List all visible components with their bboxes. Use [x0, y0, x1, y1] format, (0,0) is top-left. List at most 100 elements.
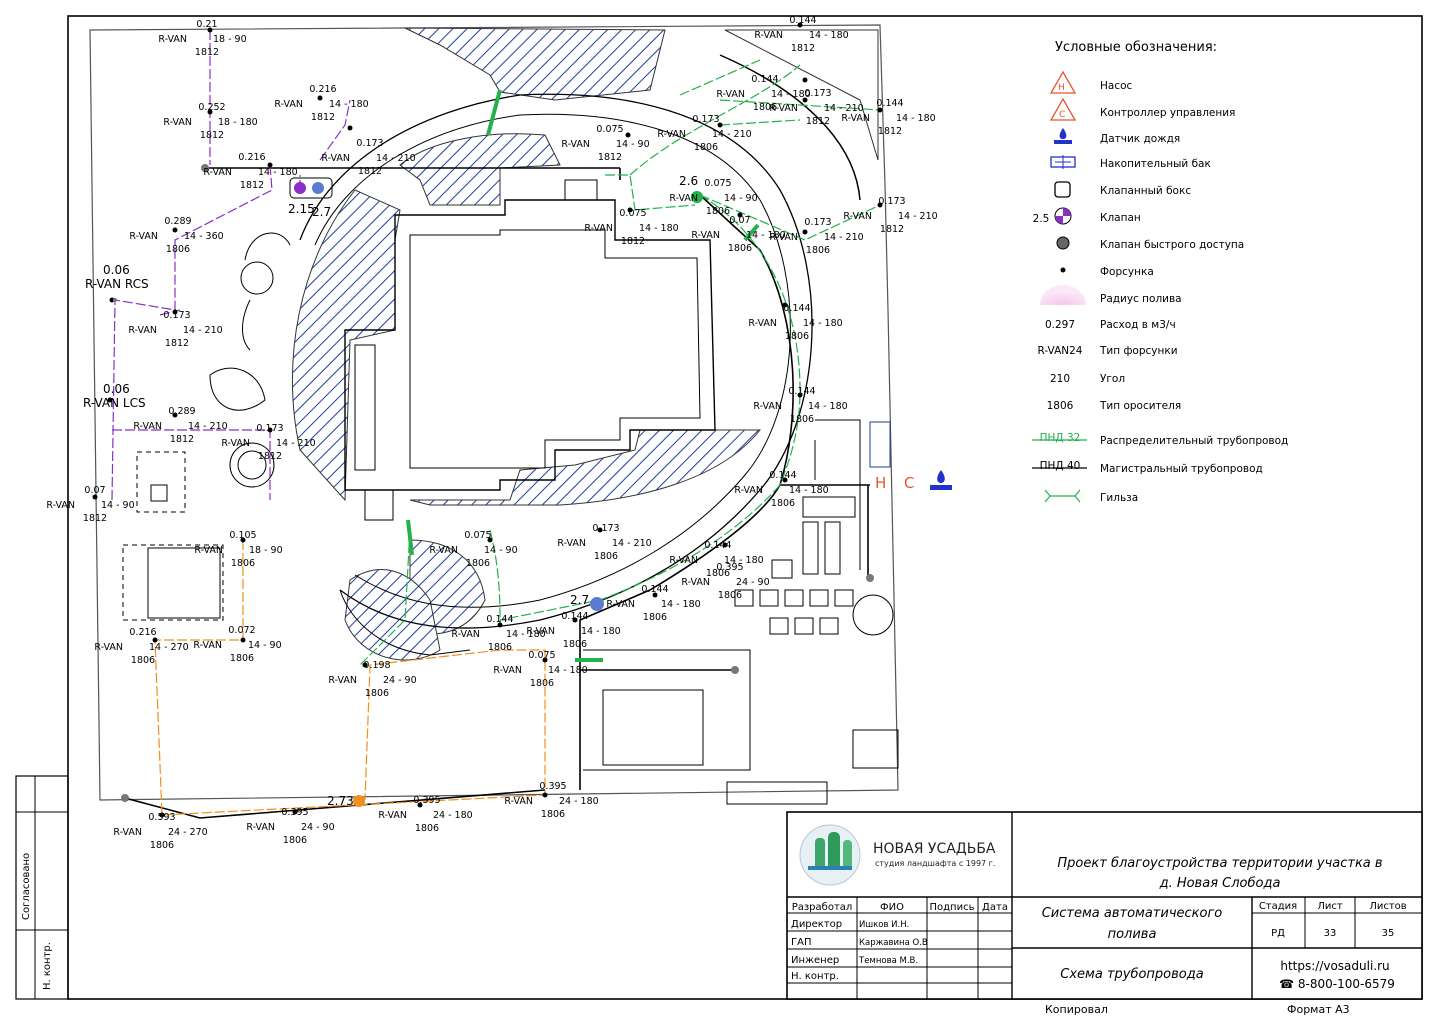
pond-inner — [237, 450, 267, 480]
nozzle-type: R-VAN — [193, 640, 222, 651]
nozzle-type: R-VAN — [606, 599, 635, 610]
nozzle-arc: 14 - 210 — [183, 325, 223, 336]
nozzle-model: 1812 — [878, 126, 902, 137]
project-title-1: Проект благоустройства территории участк… — [1057, 856, 1382, 871]
steps-bottom-strip — [726, 781, 828, 805]
copied-label: Копировал — [1045, 1003, 1108, 1016]
nozzle-flow: 0.173 — [692, 114, 719, 125]
nozzle-type: R-VAN — [274, 99, 303, 110]
nozzle-arc: 14 - 210 — [376, 153, 416, 164]
system-title-1: Система автоматического — [1042, 906, 1223, 921]
nozzle-model: 1806 — [131, 655, 155, 666]
nozzle-flow: 0.075 — [704, 178, 731, 189]
nozzle-model: 1806 — [706, 206, 730, 217]
plan-equipment: 2.15 2.7 2.6 2.7 2.73 Н С — [113, 164, 952, 808]
nozzle-arc: 18 - 90 — [213, 34, 247, 45]
nozzle-model: 1806 — [530, 678, 554, 689]
legend-symbol-main: ПНД 40 — [1040, 460, 1081, 472]
nozzle-arc: 14 - 180 — [639, 223, 679, 234]
hatched-bed-right-top — [724, 29, 879, 161]
valve-icon — [590, 597, 604, 611]
nozzle-model: 1812 — [83, 513, 107, 524]
nozzle-flow: 0.198 — [363, 660, 390, 671]
nozzle-flow: 0.144 — [789, 15, 816, 26]
nozzle-model: 1806 — [541, 809, 565, 820]
green-zone-west — [359, 529, 411, 666]
legend-symbol-type: R-VAN24 — [1038, 345, 1083, 357]
nozzle-type: R-VAN — [753, 401, 782, 412]
legend-label-tank: Накопительный бак — [1100, 158, 1211, 170]
legend-label-dist: Распределительный трубопровод — [1100, 435, 1288, 447]
nozzle-arc: 24 - 180 — [433, 810, 473, 821]
gazebo-dashed — [136, 451, 186, 513]
nozzle-arc: 14 - 180 — [809, 30, 849, 41]
roles-header-name: ФИО — [880, 902, 904, 913]
nozzle-arc: 14 - 90 — [616, 139, 650, 150]
nozzle-model: 1806 — [230, 653, 254, 664]
zone-type: R-VAN RCS — [85, 277, 149, 291]
valve-label: 2.15 — [288, 202, 315, 216]
zone-labels: 0.06 R-VAN RCS 0.06 R-VAN LCS — [83, 263, 149, 410]
yard-block-2 — [802, 521, 819, 575]
nozzle-arc: 14 - 180 — [896, 113, 936, 124]
nozzle-model: 1806 — [365, 688, 389, 699]
nozzle-type: R-VAN — [194, 545, 223, 556]
nozzle-type: R-VAN — [321, 153, 350, 164]
pump-letter: Н — [875, 474, 886, 492]
legend-label-quick: Клапан быстрого доступа — [1100, 239, 1244, 251]
garage — [602, 689, 704, 766]
valve-label: 2.7 — [570, 593, 589, 607]
nozzle-flow: 0.173 — [592, 523, 619, 534]
role-label: Н. контр. — [791, 971, 839, 982]
nozzle-type: R-VAN — [203, 167, 232, 178]
nozzle-arc: 14 - 180 — [803, 318, 843, 329]
phone: ☎ 8-800-100-6579 — [1279, 977, 1395, 991]
yard-tile-7 — [794, 617, 814, 635]
nozzle-arc: 14 - 180 — [771, 89, 811, 100]
nozzle-flow: 0.593 — [148, 812, 175, 823]
nozzle-model: 1806 — [150, 840, 174, 851]
nozzle-flow: 0.144 — [876, 98, 903, 109]
nozzle-type: R-VAN — [163, 117, 192, 128]
gazebo-core — [150, 484, 168, 502]
nozzle-arc: 14 - 90 — [101, 500, 135, 511]
sheet-name: Схема трубопровода — [1060, 967, 1203, 982]
nozzle-model: 1812 — [598, 152, 622, 163]
role-label: Инженер — [791, 955, 839, 966]
nozzle-type: R-VAN — [561, 139, 590, 150]
green-zone-south — [489, 484, 781, 626]
nozzle-arc: 14 - 210 — [276, 438, 316, 449]
nozzle-arc: 24 - 90 — [736, 577, 770, 588]
site-url: https://vosaduli.ru — [1280, 959, 1389, 973]
nozzle-arc: 14 - 90 — [248, 640, 282, 651]
nozzle-model: 1806 — [166, 244, 190, 255]
nozzle-model: 1806 — [415, 823, 439, 834]
nozzle-arc: 14 - 180 — [506, 629, 546, 640]
nozzle-flow: 0.395 — [413, 795, 440, 806]
legend-label-angle: Угол — [1100, 373, 1125, 385]
nozzle-flow: 0.07 — [729, 215, 750, 226]
yard-block-3 — [824, 521, 841, 575]
valve-label: 2.6 — [679, 174, 698, 188]
nozzle-type: R-VAN — [246, 822, 275, 833]
nozzle-model: 1806 — [231, 558, 255, 569]
nozzle-model: 1812 — [806, 116, 830, 127]
nozzle-model: 1806 — [790, 414, 814, 425]
nozzle-model: 1806 — [718, 590, 742, 601]
nozzle-flow: 0.144 — [751, 74, 778, 85]
nozzle-type: R-VAN — [526, 626, 555, 637]
nozzle-legend-icon — [1060, 267, 1066, 273]
nozzle-flow: 0.395 — [281, 807, 308, 818]
nozzle-arc: 14 - 180 — [258, 167, 298, 178]
valve-icon — [312, 182, 324, 194]
